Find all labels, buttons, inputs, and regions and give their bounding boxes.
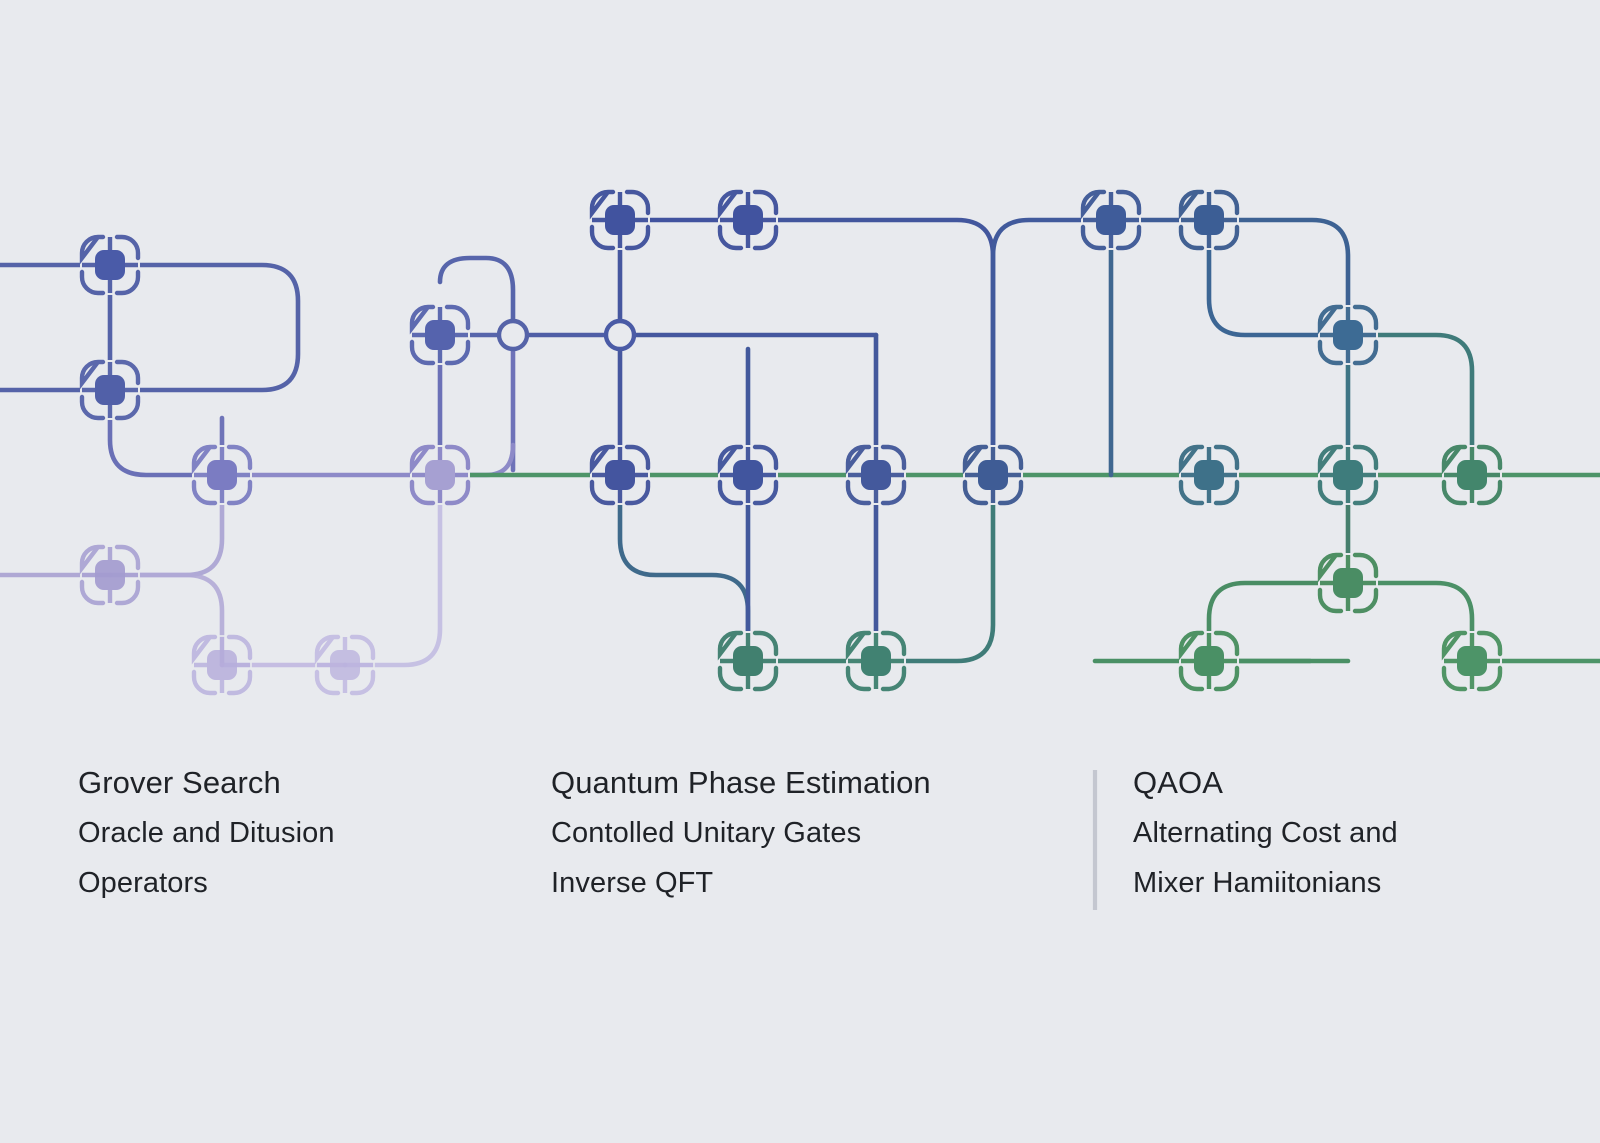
gate-node[interactable] (589, 189, 651, 251)
gate-node[interactable] (1178, 189, 1240, 251)
qpe-line-2: Inverse QFT (551, 867, 714, 899)
gate-node[interactable] (1178, 630, 1240, 692)
gate-node[interactable] (409, 444, 471, 506)
gate-node[interactable] (1317, 444, 1379, 506)
gate-node[interactable] (845, 444, 907, 506)
gate-node[interactable] (717, 444, 779, 506)
gate-node[interactable] (589, 444, 651, 506)
node-layer (79, 189, 1503, 696)
grover-line-2: Operators (78, 867, 208, 899)
qaoa-title: QAOA (1133, 765, 1223, 800)
section-dividers (510, 470, 1098, 910)
junction-node[interactable] (496, 318, 530, 352)
section-label-grover: Grover Search Oracle and Ditusion Operat… (78, 758, 335, 908)
qaoa-line-2: Mixer Hamiitonians (1133, 867, 1382, 899)
gate-node[interactable] (1317, 552, 1379, 614)
section-label-qpe: Quantum Phase Estimation Contolled Unita… (551, 758, 931, 908)
gate-node[interactable] (1080, 189, 1142, 251)
gate-node[interactable] (191, 634, 253, 696)
gate-node[interactable] (1441, 630, 1503, 692)
qpe-title: Quantum Phase Estimation (551, 765, 931, 800)
qpe-line-1: Contolled Unitary Gates (551, 817, 862, 849)
gate-node[interactable] (717, 630, 779, 692)
grover-line-1: Oracle and Ditusion (78, 817, 335, 849)
gate-node[interactable] (79, 359, 141, 421)
junction-node[interactable] (603, 318, 637, 352)
section-label-qaoa: QAOA Alternating Cost and Mixer Hamiiton… (1133, 758, 1398, 908)
gate-node[interactable] (1317, 304, 1379, 366)
gate-node[interactable] (314, 634, 376, 696)
gate-node[interactable] (79, 544, 141, 606)
gate-node[interactable] (409, 304, 471, 366)
gate-node[interactable] (717, 189, 779, 251)
gate-node[interactable] (1178, 444, 1240, 506)
gate-node[interactable] (79, 234, 141, 296)
grover-title: Grover Search (78, 765, 281, 800)
gate-node[interactable] (845, 630, 907, 692)
gate-node[interactable] (191, 444, 253, 506)
gate-node[interactable] (962, 444, 1024, 506)
qaoa-line-1: Alternating Cost and (1133, 817, 1398, 849)
gate-node[interactable] (1441, 444, 1503, 506)
